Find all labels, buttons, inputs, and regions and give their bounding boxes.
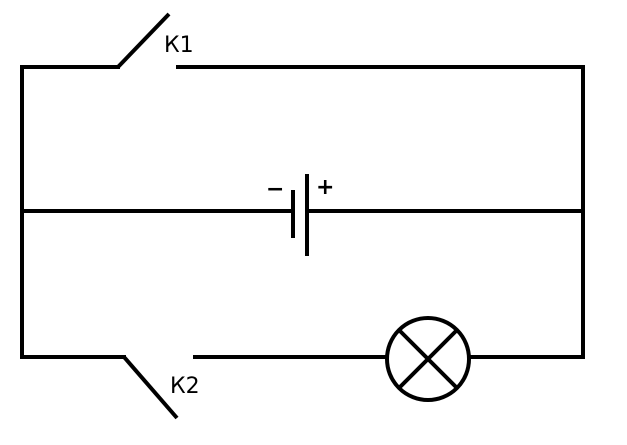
switch-k1-label: К1 (164, 33, 194, 58)
lamp (385, 316, 471, 402)
top-branch: К1 (22, 12, 583, 69)
switch-k1-lever[interactable] (116, 12, 171, 69)
battery-branch: − + (22, 174, 583, 256)
battery-negative-label: − (266, 177, 284, 202)
lamp-cross-2 (397, 328, 459, 390)
switch-k2-lever[interactable] (122, 355, 179, 420)
battery-positive-label: + (316, 175, 334, 200)
switch-k2-label: К2 (170, 374, 200, 399)
bottom-branch: К2 (22, 316, 583, 420)
